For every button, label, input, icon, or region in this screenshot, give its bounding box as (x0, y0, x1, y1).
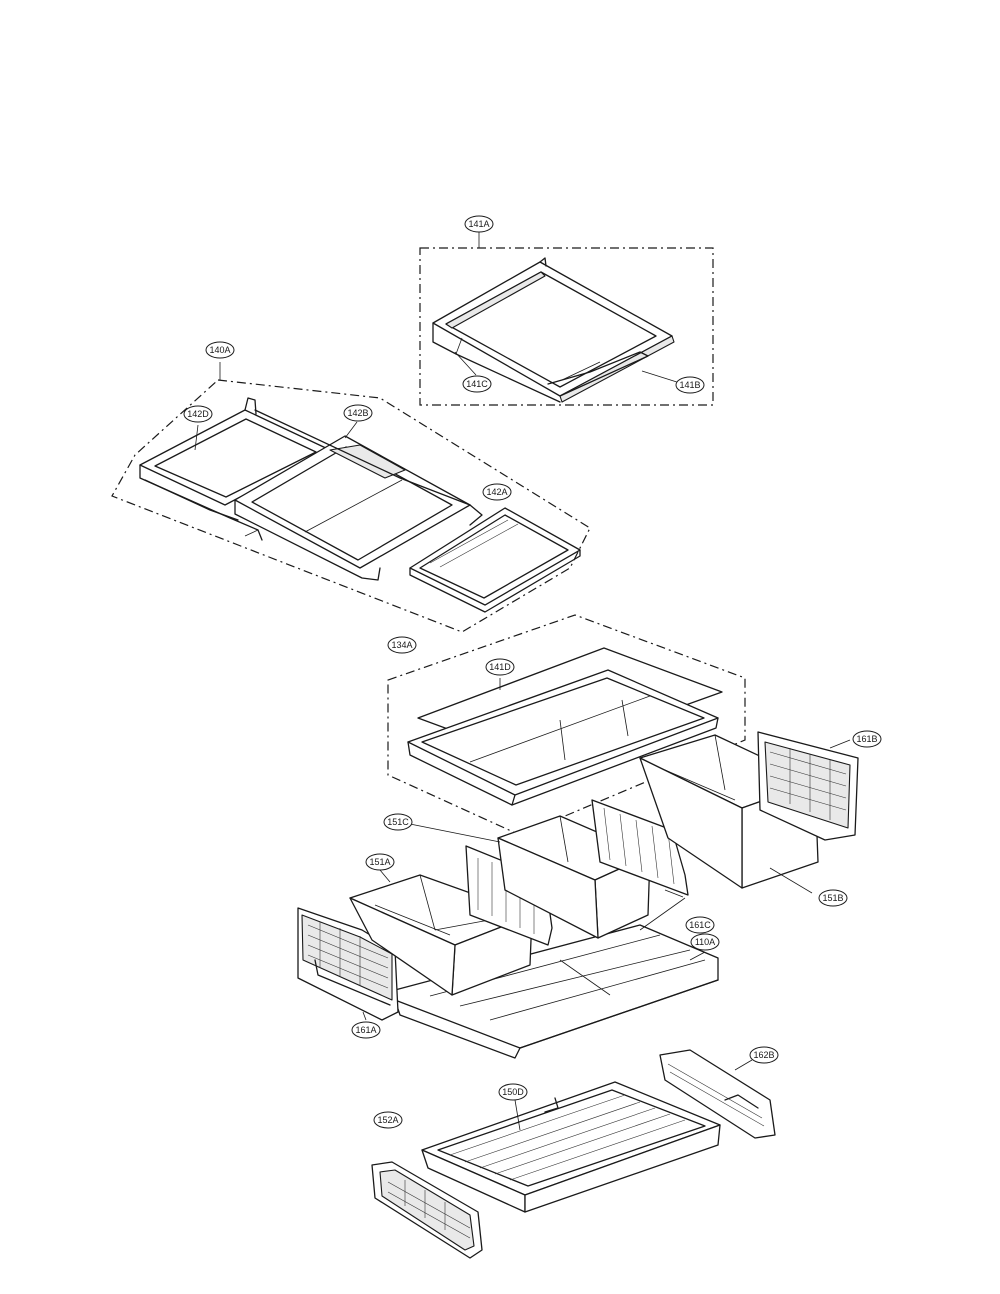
callout-151B: 151B (818, 889, 848, 907)
bottom-pan-assembly (371, 1049, 776, 1259)
crisper-drawer-151A (349, 874, 533, 996)
callout-151A: 151A (365, 853, 395, 871)
pan-150D (421, 1081, 721, 1213)
callout-110A: 110A (690, 933, 720, 951)
callout-141A: 141A (464, 215, 494, 233)
callout-134A: 134A (387, 636, 417, 654)
callout-152A: 152A (373, 1111, 403, 1129)
callout-label-151C: 151C (387, 817, 409, 827)
shelf-142B (234, 409, 483, 581)
callout-label-161C: 161C (689, 920, 711, 930)
callout-label-134A: 134A (391, 640, 412, 650)
rail-162B (659, 1049, 776, 1139)
callout-label-162B: 162B (753, 1050, 774, 1060)
callout-label-142B: 142B (347, 408, 368, 418)
callout-label-150D: 150D (502, 1087, 524, 1097)
group-140A (111, 362, 591, 633)
group-140A-boundary (111, 379, 591, 633)
callout-label-161B: 161B (856, 734, 877, 744)
shelf-142A (409, 507, 581, 613)
callout-142A: 142A (482, 483, 512, 501)
callout-141D: 141D (485, 658, 515, 676)
callout-label-161A: 161A (355, 1025, 376, 1035)
callout-142D: 142D (183, 405, 213, 423)
group-134A (387, 614, 746, 836)
callout-151C: 151C (383, 813, 413, 831)
callout-label-152A: 152A (377, 1115, 398, 1125)
group-141A-boundary (419, 247, 714, 406)
callout-label-141D: 141D (489, 662, 511, 672)
callout-140A: 140A (205, 341, 235, 359)
drawer-assembly (297, 731, 859, 1059)
group-141A (419, 232, 714, 406)
shelf-142D (139, 397, 331, 541)
callout-label-151A: 151A (369, 857, 390, 867)
divider-middle-right (591, 799, 689, 896)
callout-161B: 161B (852, 730, 882, 748)
callout-162B: 162B (749, 1046, 779, 1064)
group-134A-boundary (387, 614, 746, 836)
shelf-141A (432, 257, 675, 403)
callout-label-141A: 141A (468, 219, 489, 229)
callout-161C: 161C (685, 916, 715, 934)
divider-panel-161A (297, 907, 399, 1021)
callout-141C: 141C (462, 375, 492, 393)
callout-label-141C: 141C (466, 379, 488, 389)
callout-label-142D: 142D (187, 409, 209, 419)
divider-panel-161B (757, 731, 859, 841)
callout-161A: 161A (351, 1021, 381, 1039)
callout-label-141B: 141B (679, 380, 700, 390)
callout-label-151B: 151B (822, 893, 843, 903)
callout-label-140A: 140A (209, 345, 230, 355)
callout-142B: 142B (343, 404, 373, 422)
callout-150D: 150D (498, 1083, 528, 1101)
callout-label-110A: 110A (695, 937, 715, 947)
callout-label-142A: 142A (486, 487, 507, 497)
front-panel-152A (371, 1161, 483, 1259)
callout-141B: 141B (675, 376, 705, 394)
shelf-134A (407, 669, 719, 806)
